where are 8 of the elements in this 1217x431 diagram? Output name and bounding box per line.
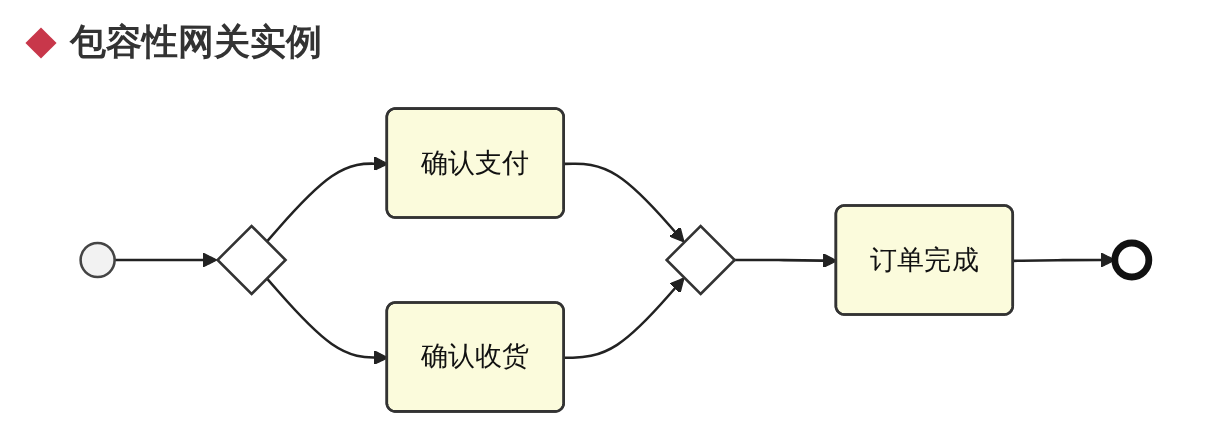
node-diamond xyxy=(216,224,288,296)
node-circle xyxy=(79,241,117,279)
title: 包容性网关实例 xyxy=(70,20,322,64)
node-circle xyxy=(1111,239,1153,281)
arrow xyxy=(564,277,685,360)
arrow xyxy=(564,162,685,243)
arrow xyxy=(114,252,218,268)
node-diamond xyxy=(665,224,737,296)
